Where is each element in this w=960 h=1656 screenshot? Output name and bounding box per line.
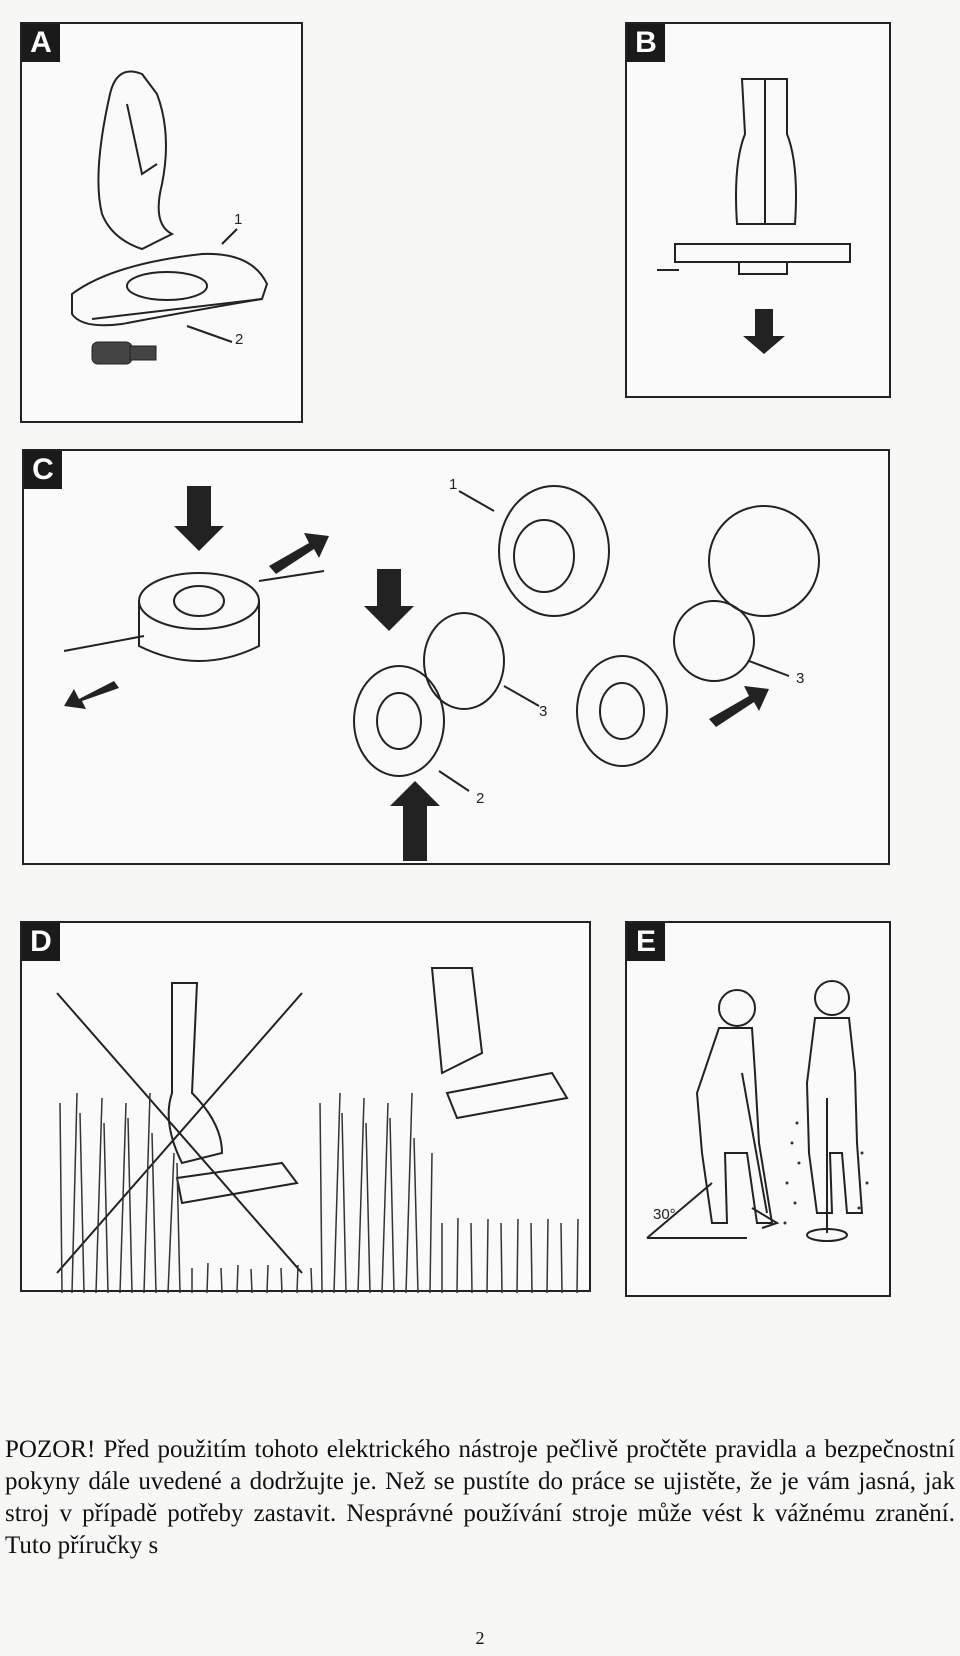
warning-paragraph: POZOR! Před použitím tohoto elektrického… [5, 1436, 955, 1559]
arrow-up-icon [390, 781, 440, 861]
trimmer-guard-illustration: 1 2 [71, 70, 269, 365]
arrow-diagonal-icon [64, 681, 119, 709]
panel-label-d: D [22, 923, 60, 961]
arrow-diagonal-icon [269, 533, 329, 574]
page-number: 2 [475, 1628, 485, 1648]
callout-3: 3 [796, 670, 804, 687]
arrow-down-icon [174, 486, 224, 551]
figure-panel-a: A 1 2 [20, 22, 303, 423]
panel-label-b: B [627, 24, 665, 62]
panel-label-c: C [24, 451, 62, 489]
spool-replacement-illustration: 1 3 3 2 [63, 476, 820, 861]
callout-2: 2 [235, 331, 243, 348]
callout-1: 1 [449, 476, 457, 493]
callout-1: 1 [234, 211, 242, 228]
angle-label: 30° [653, 1206, 676, 1223]
mowing-technique-illustration [56, 967, 579, 1294]
figure-panel-d: D [20, 921, 591, 1294]
arrow-down-icon [743, 309, 785, 354]
callout-3: 3 [539, 703, 547, 720]
working-posture-illustration: 30° [646, 980, 869, 1242]
figure-panel-e: E 30° [625, 921, 891, 1297]
figure-panel-c: C 1 [22, 449, 890, 865]
arrow-diagonal-icon [709, 686, 769, 727]
panel-label-a: A [22, 24, 60, 62]
callout-2: 2 [476, 790, 484, 807]
arrow-down-icon [364, 569, 414, 631]
panel-label-e: E [627, 923, 665, 961]
trimmer-head-illustration [657, 78, 851, 354]
figure-panel-b: B [625, 22, 891, 398]
